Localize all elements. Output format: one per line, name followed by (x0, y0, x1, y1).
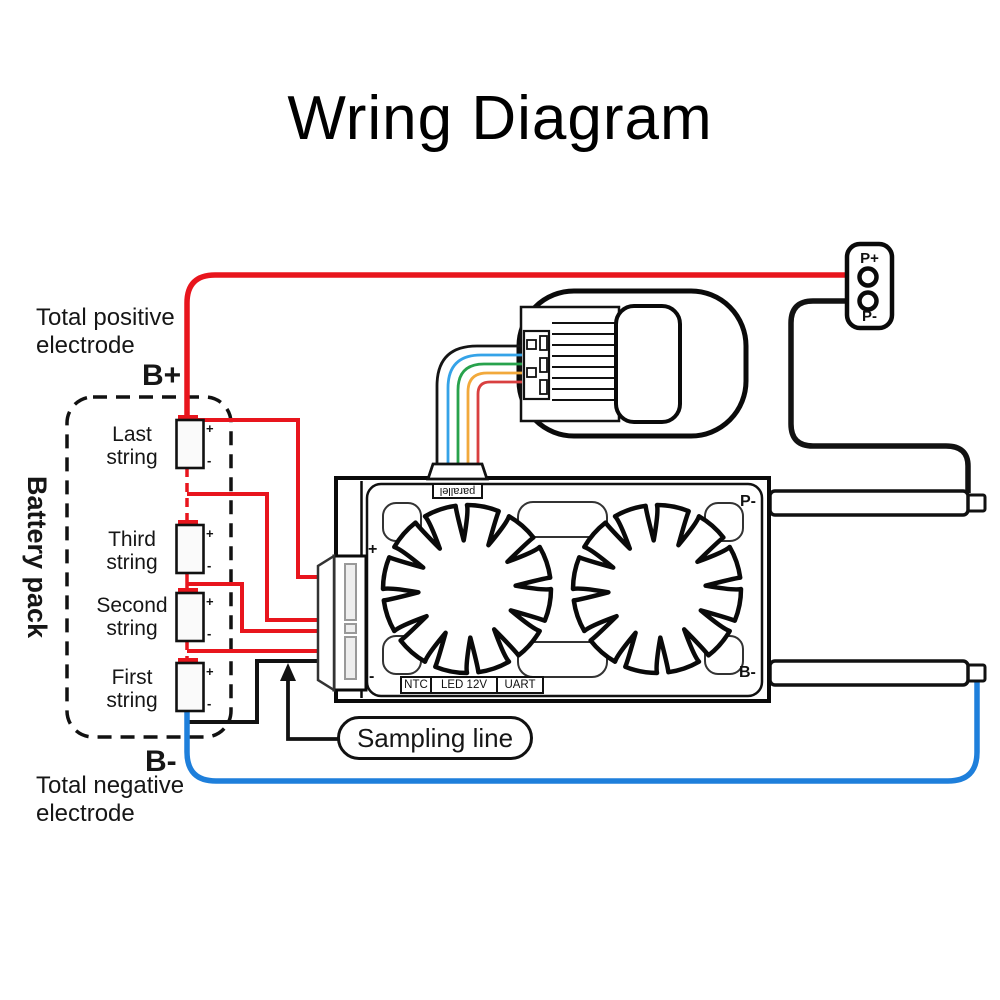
cell-second-plus: + (206, 594, 214, 609)
plug-pin-3 (539, 335, 548, 351)
balance-wire-black (435, 344, 522, 466)
battery-pack-label: Battery pack (22, 476, 52, 639)
total-negative-label: Total negative electrode (36, 772, 185, 828)
page-title: Wring Diagram (287, 84, 713, 153)
comm-plug (516, 288, 749, 439)
p-minus-label: P- (862, 308, 877, 325)
b-minus-label: B- (145, 745, 177, 778)
wire-b-plus-red (184, 272, 861, 420)
balance-wire-orange (466, 371, 522, 466)
cell-last-minus: - (207, 453, 212, 468)
cell-cap-last (178, 415, 198, 421)
cell-last-plus: + (206, 421, 214, 436)
cell-first-minus: - (207, 696, 212, 711)
output-connector (844, 241, 895, 331)
parallel-plug (426, 462, 489, 481)
cell-first-plus: + (206, 664, 214, 679)
cell-second-minus: - (207, 626, 212, 641)
bms-p-minus-label: P- (740, 493, 756, 510)
sampling-pointer-line (286, 678, 338, 741)
cell-label-last: Last string (106, 423, 158, 469)
plug-body (519, 305, 621, 423)
sense-wire-2 (187, 492, 324, 622)
balance-wire-bundle (435, 344, 522, 466)
battery-cells (175, 415, 205, 713)
p-plus-hole (857, 266, 879, 288)
port-led: LED 12V (430, 676, 498, 694)
heatsink-pattern-right (570, 502, 744, 676)
bms-board (316, 476, 771, 703)
parallel-port-label: parallel (432, 483, 483, 499)
plug-pin-4 (539, 357, 548, 373)
b-plus-label: B+ (142, 359, 182, 392)
cell-label-third: Third string (106, 528, 158, 574)
cell-third-plus: + (206, 526, 214, 541)
wire-p-minus-black (788, 298, 971, 493)
receptacle-slot-2 (344, 636, 357, 680)
pad-bottom-center (517, 641, 608, 678)
bms-b-minus-label: B- (739, 664, 756, 681)
heatsink-pattern-left (380, 502, 554, 676)
port-uart: UART (496, 676, 544, 694)
cell-first (175, 661, 205, 713)
wire-b-minus-blue (184, 681, 980, 784)
sampling-line-callout: Sampling line (337, 716, 533, 760)
b-minus-terminal-wire (768, 659, 970, 687)
plug-pin-5 (539, 379, 548, 395)
plug-boot (614, 304, 682, 424)
cell-third (175, 523, 205, 575)
total-positive-label: Total positive electrode (36, 304, 175, 360)
port-ntc: NTC (400, 676, 432, 694)
bms-terminals (768, 489, 987, 687)
battery-pack-dashed-border (65, 395, 233, 739)
p-plus-label: P+ (860, 250, 879, 267)
cell-cap-second (178, 588, 198, 594)
cell-third-minus: - (207, 558, 212, 573)
sampling-pointer-arrowhead (280, 663, 296, 681)
cell-label-first: First string (106, 666, 158, 712)
plug-pin-1 (526, 339, 537, 350)
balance-plug-housing (316, 553, 336, 693)
cell-last (175, 418, 205, 470)
sense-wire-3 (187, 582, 324, 633)
receptacle-slot-1 (344, 563, 357, 621)
sense-wire-black (187, 659, 324, 724)
bms-minus-label: - (369, 668, 375, 685)
cell-cap-third (178, 520, 198, 526)
plug-contacts (552, 322, 618, 401)
balance-wire-red (476, 380, 522, 466)
cell-label-second: Second string (96, 594, 168, 640)
balance-wire-blue (446, 353, 522, 466)
p-minus-hole (857, 290, 879, 312)
cell-second (175, 591, 205, 643)
plug-pin-2 (526, 367, 537, 378)
sense-wire-1 (190, 418, 324, 579)
p-minus-terminal-wire (768, 489, 970, 517)
bms-plus-label: + (368, 541, 378, 558)
balance-wire-green (456, 362, 522, 466)
receptacle-key (344, 623, 357, 634)
cell-cap-first (178, 658, 198, 664)
